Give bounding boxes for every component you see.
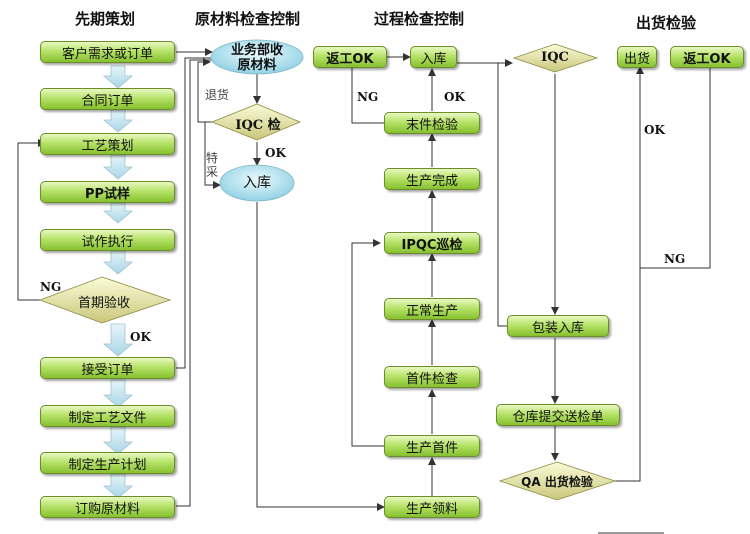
node-final-inspection: 末件检验 [384,112,480,134]
node-shipping-rework: 返工OK [670,46,744,68]
label-special-purchase: 特采 [206,151,219,179]
title-process: 过程检查控制 [374,10,465,28]
node-trial-run: 试作执行 [40,229,175,251]
node-iqc-check: IQC 检 [235,118,281,133]
node-ship: 出货 [617,46,657,68]
node-material-warehouse: 入库 [243,175,271,191]
node-qa-inspection: QA 出货检验 [521,475,593,489]
node-make-production-plan: 制定生产计划 [40,452,175,474]
label-ok-planning: OK [130,330,151,344]
node-process-iqc: IQC [541,50,569,65]
label-ng-process: NG [357,90,379,104]
title-shipping: 出货检验 [636,14,697,32]
node-accept-order: 接受订单 [40,357,175,379]
node-material-requisition: 生产领料 [384,496,480,518]
receive-line2: 原材料 [237,58,277,73]
node-first-article: 生产首件 [384,435,480,457]
label-return-goods: 退货 [205,88,230,102]
node-pp-sample: PP试样 [40,181,175,203]
node-packing-storage: 包装入库 [507,315,609,337]
title-planning: 先期策划 [75,10,136,28]
label-ok-shipping: OK [644,123,665,137]
node-initial-acceptance: 首期验收 [77,296,130,311]
receive-line1: 业务部收 [230,43,283,58]
node-process-warehouse: 入库 [410,46,457,68]
node-contract-order: 合同订单 [40,88,175,110]
node-receive-materials: 业务部收 原材料 [214,43,300,73]
node-warehouse-submit: 仓库提交送检单 [496,404,620,426]
label-ok-material: OK [265,146,286,160]
label-ok-process: OK [444,90,465,104]
title-material: 原材料检查控制 [195,10,301,28]
node-purchase-materials: 订购原材料 [40,496,175,518]
node-make-process-docs: 制定工艺文件 [40,405,175,427]
node-process-rework: 返工OK [313,46,387,68]
node-customer-demand: 客户需求或订单 [40,41,175,63]
node-normal-production: 正常生产 [384,298,480,320]
node-process-planning: 工艺策划 [40,133,175,155]
node-production-complete: 生产完成 [384,168,480,190]
label-ng-shipping: NG [664,252,686,266]
node-first-article-check: 首件检查 [384,366,480,388]
label-ng-planning: NG [40,280,62,294]
node-ipqc-patrol: IPQC巡检 [384,232,480,254]
